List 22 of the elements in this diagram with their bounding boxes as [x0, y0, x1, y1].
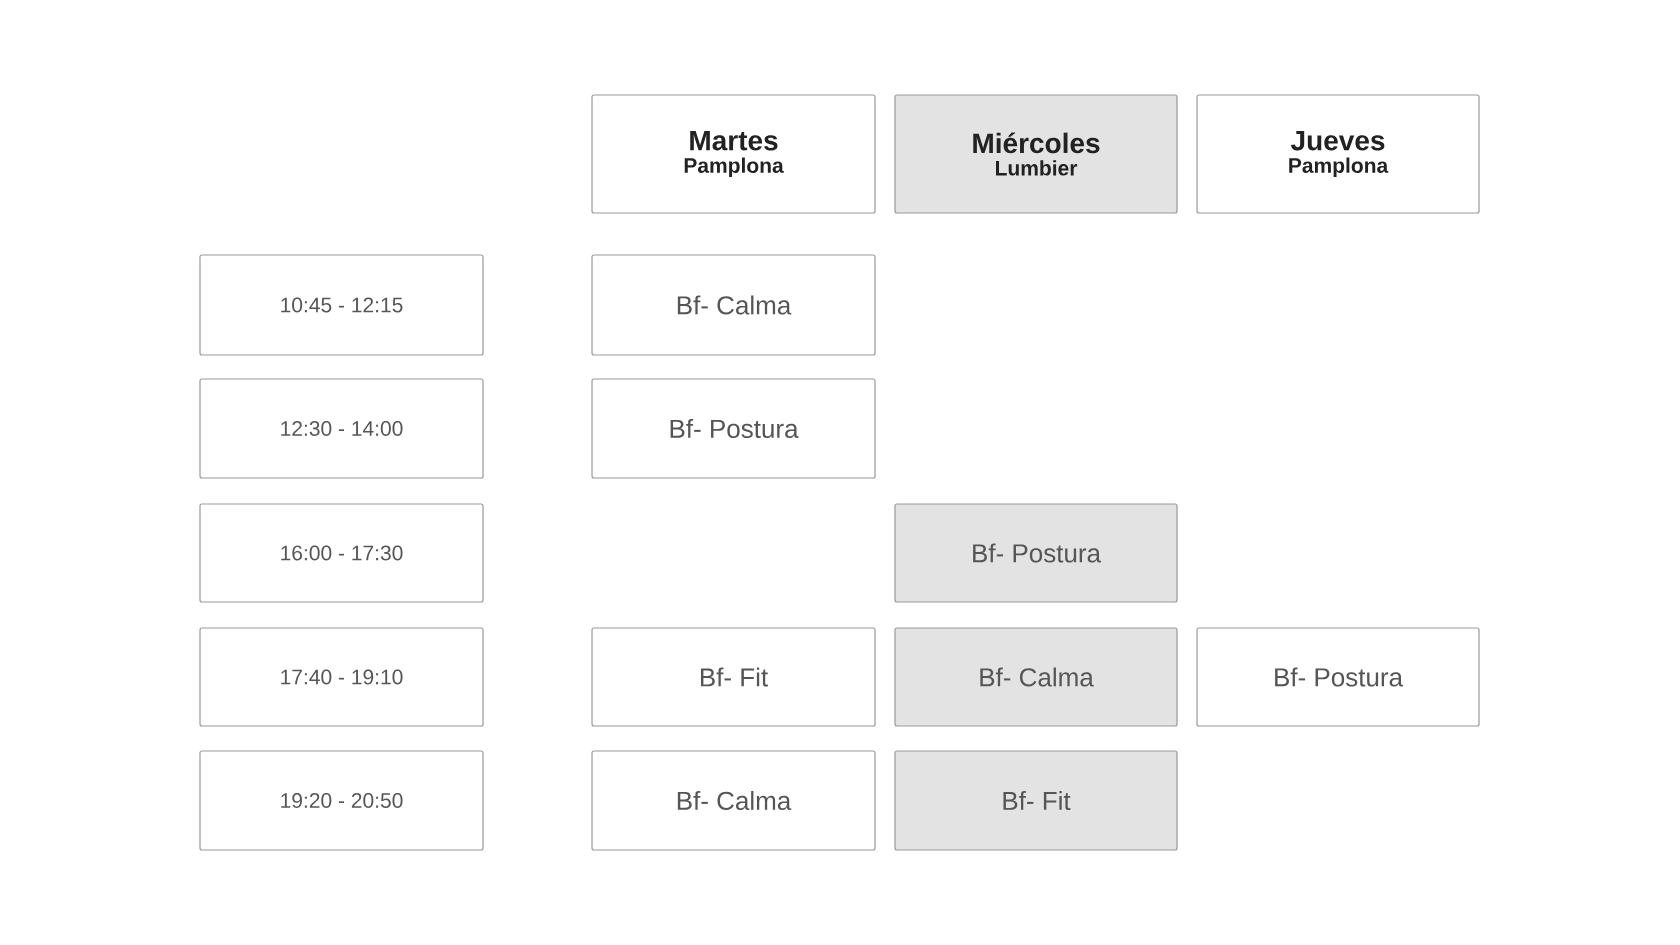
class-box: Bf- Postura: [1196, 627, 1480, 727]
day-name: Miércoles: [973, 132, 1100, 154]
day-header-box: [1196, 94, 1480, 214]
time-slot-box: 16:00 - 17:30: [199, 503, 484, 603]
time-slot-box: 17:40 - 19:10: [199, 627, 484, 727]
day-name: Jueves: [1290, 130, 1385, 151]
location-name: Pamplona: [1289, 157, 1389, 178]
class-box: Bf- Fit: [591, 627, 876, 727]
day-header-box: [591, 94, 876, 214]
time-slot-box: 19:20 - 20:50: [199, 750, 484, 851]
class-box: Bf- Calma: [591, 254, 876, 356]
day-name: Martes: [690, 130, 778, 151]
class-box: Bf- Calma: [591, 750, 876, 851]
class-box: Bf- Calma: [894, 627, 1178, 727]
time-slot-box: 12:30 - 14:00: [199, 378, 484, 479]
class-box: Bf- Postura: [894, 503, 1178, 603]
location-name: Pamplona: [684, 157, 784, 178]
location-name: Lumbier: [996, 160, 1078, 176]
time-slot-box: 10:45 - 12:15: [199, 254, 484, 356]
day-header-box: [894, 94, 1178, 214]
class-box: Bf- Fit: [894, 750, 1178, 851]
class-box: Bf- Postura: [591, 378, 876, 479]
